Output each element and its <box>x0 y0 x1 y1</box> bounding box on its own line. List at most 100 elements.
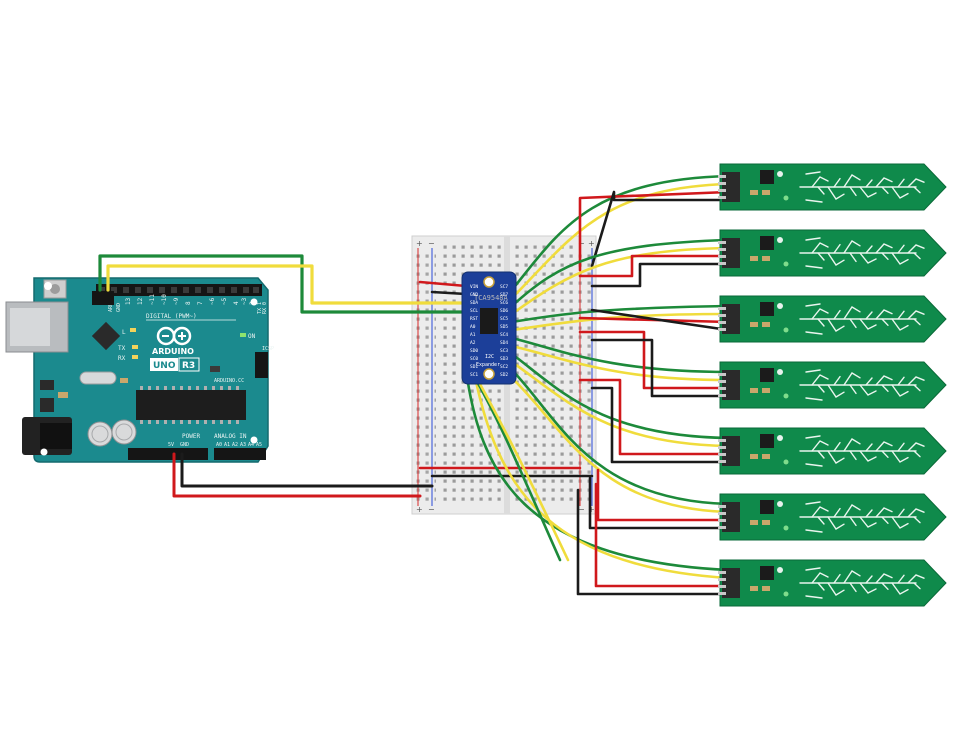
mux-pin-label: SC5 <box>500 316 508 322</box>
soil-sensor <box>718 361 947 409</box>
rail-plus-label: + <box>588 239 595 248</box>
sensor-chip <box>760 170 774 184</box>
sensor-traces <box>799 435 925 467</box>
mux-pin-label: SD2 <box>500 372 508 378</box>
5v-wire <box>172 452 422 498</box>
on-led <box>240 333 246 337</box>
sensor-wires <box>464 174 730 596</box>
mux-pin-label: SC0 <box>470 356 478 362</box>
rx-led-label: RX <box>118 355 126 362</box>
microcontroller-chip <box>136 390 246 420</box>
icsp-header-2 <box>92 291 114 305</box>
mux-pin-label: SC1 <box>470 372 478 378</box>
on-led-label: ON <box>248 333 256 340</box>
mux-name: TCA9548A <box>474 294 509 302</box>
rail-plus-label: + <box>416 505 423 514</box>
sensor-traces <box>799 567 925 599</box>
soil-sensor <box>718 163 947 211</box>
capacitor-2 <box>111 419 137 445</box>
sensor-traces <box>799 237 925 269</box>
soil-sensor <box>718 427 947 475</box>
mux-subtitle: I2C <box>485 354 494 360</box>
analog-pin-label: A4 <box>248 442 254 448</box>
aref-label: AREF <box>108 300 114 312</box>
digital-header <box>96 284 262 296</box>
sensor-connector <box>722 238 740 268</box>
sensor-traces <box>799 501 925 533</box>
mux-pin-label: A1 <box>470 332 476 338</box>
digital-pin-label: 13 <box>125 297 132 305</box>
mux-pin-label: SD3 <box>500 356 508 362</box>
crystal-oscillator <box>79 371 117 385</box>
mux-subtitle-2: Expander <box>476 362 500 368</box>
digital-pin-label: 4 <box>233 301 240 305</box>
analog-pin-label: A1 <box>224 442 230 448</box>
sensor-chip <box>760 566 774 580</box>
mux-pin-label: SD1 <box>470 364 478 370</box>
mux-pin-label: SC3 <box>500 348 508 354</box>
icsp-label: ICSP <box>262 346 274 352</box>
sensor-connector <box>722 304 740 334</box>
mux-right-pins: SC7 SD7 SC6 SD6 SC5 SD5 SC4 SD4 SC3 SD3 … <box>500 284 508 378</box>
digital-pin-label: 8 <box>185 301 192 305</box>
sensor-chip <box>760 236 774 250</box>
analog-pin-label: A5 <box>256 442 262 448</box>
digital-pin-label: ~6 <box>209 297 216 305</box>
soil-sensor <box>718 559 947 607</box>
sensor-connector <box>722 370 740 400</box>
sensor-chip <box>760 368 774 382</box>
gnd-label: GND <box>116 303 122 312</box>
sda-wire <box>106 264 468 305</box>
digital-pin-label: ~9 <box>173 297 180 305</box>
sensor-traces <box>799 369 925 401</box>
analog-pin-label: A0 <box>216 442 222 448</box>
mux-pin-label: RST <box>470 316 478 322</box>
power-pin-label: 5V <box>168 442 174 448</box>
sensor-connector <box>722 436 740 466</box>
mux-pin-label: GND <box>470 292 478 298</box>
mux-pin-label: SC7 <box>500 284 508 290</box>
soil-sensor <box>718 229 947 277</box>
digital-pin-label: 12 <box>137 297 144 305</box>
mux-pin-label: A2 <box>470 340 476 346</box>
digital-pin-label: RX 0 <box>262 302 268 314</box>
site-label: ARDUINO.CC <box>214 378 244 384</box>
icsp-header <box>255 352 268 378</box>
l-led <box>130 328 136 332</box>
rail-minus-label: − <box>578 505 585 514</box>
digital-pin-label: ~10 <box>161 294 168 305</box>
mux-pin-label: SCL <box>470 308 478 314</box>
rail-plus-label: + <box>416 239 423 248</box>
mux-pin-label: SD0 <box>470 348 478 354</box>
mux-pin-label: SDA <box>470 300 478 306</box>
gnd-wire <box>180 452 434 488</box>
arduino-logo-icon <box>156 326 192 346</box>
mux-pin-label: SD5 <box>500 324 508 330</box>
sensor-traces <box>799 303 925 335</box>
mux-pin-label: SD4 <box>500 340 508 346</box>
rail-minus-label: − <box>428 505 435 514</box>
analog-header <box>214 448 266 460</box>
sensor-connector <box>722 568 740 598</box>
mux-left-pins: VIN GND SDA SCL RST A0 A1 A2 SD0 SC0 SD1… <box>470 284 478 378</box>
sensor-connector <box>722 172 740 202</box>
power-pin-label: GND <box>180 442 189 448</box>
mux-pin-label: VIN <box>470 284 478 290</box>
arduino-brand: ARDUINO <box>152 347 194 356</box>
digital-pin-label: 7 <box>197 301 204 305</box>
power-header-label: POWER <box>182 433 200 440</box>
scl-wire <box>98 254 468 314</box>
mux-pin-label: SD6 <box>500 308 508 314</box>
mux-pin-label: SC4 <box>500 332 508 338</box>
soil-sensor <box>718 295 947 343</box>
analog-pin-label: A3 <box>240 442 246 448</box>
sensor-chip <box>760 302 774 316</box>
mux-chip <box>480 308 498 334</box>
model-r3: R3 <box>182 361 195 371</box>
sensor-traces <box>799 171 925 203</box>
tca9548a-mux: TCA9548A I2C Expander VIN GND SDA SCL RS… <box>461 271 517 385</box>
arduino-uno: 13 12 ~11 ~10 ~9 8 7 ~6 ~5 4 ~3 2 TX 1 R… <box>5 277 274 463</box>
mux-pin-label: SC2 <box>500 364 508 370</box>
l-led-label: L <box>122 329 126 336</box>
